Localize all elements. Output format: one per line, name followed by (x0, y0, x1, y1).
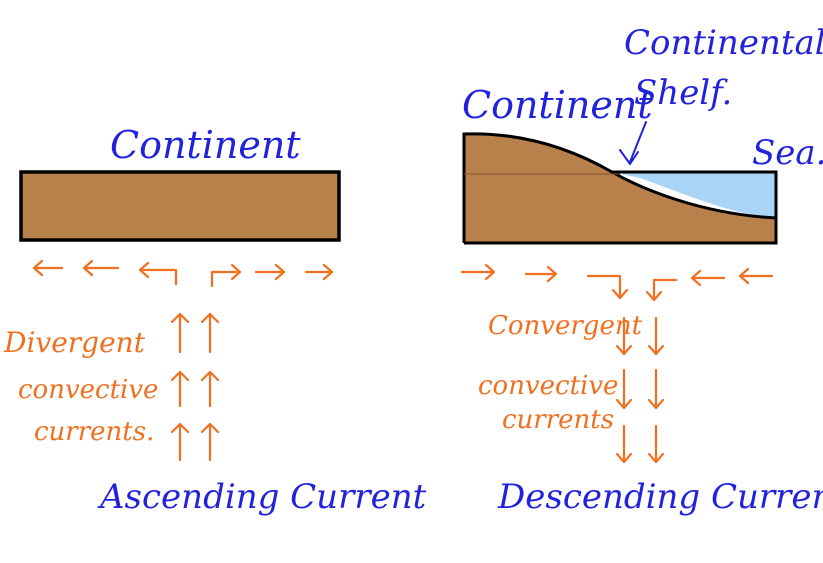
right-panel: Continent Continental Shelf. Sea. Conver… (460, 23, 823, 517)
descending-arrows (615, 316, 665, 464)
convergent-label-line3: currents (502, 405, 614, 435)
divergent-label-line2: convective (18, 375, 158, 405)
left-panel: Continent Divergent convective currents.… (3, 123, 427, 517)
right-continent-outline (462, 132, 778, 245)
right-continent-land (464, 133, 776, 243)
convergent-arrows-from-right (645, 267, 774, 302)
divergent-label-line1: Divergent (3, 326, 146, 359)
convergent-label-line1: Convergent (488, 311, 643, 341)
descending-current-label: Descending Current (497, 477, 823, 517)
shelf-pointer-arrow (619, 121, 647, 165)
left-divergent-arrows-right (210, 263, 334, 288)
shelf-label-line1: Continental (624, 23, 823, 63)
ascending-arrows (170, 312, 220, 462)
sea-area (612, 172, 776, 218)
left-continent-block (19, 170, 341, 242)
left-divergent-arrows-left (32, 259, 178, 286)
left-continent-label: Continent (110, 123, 301, 167)
divergent-label-line3: currents. (34, 417, 154, 447)
convergent-arrows-from-left (460, 263, 629, 300)
sea-label: Sea. (752, 133, 823, 173)
ascending-current-label: Ascending Current (97, 477, 427, 517)
shelf-label-line2: Shelf. (634, 73, 732, 113)
right-continent-label: Continent (462, 83, 653, 127)
convergent-label-line2: convective (478, 371, 618, 401)
